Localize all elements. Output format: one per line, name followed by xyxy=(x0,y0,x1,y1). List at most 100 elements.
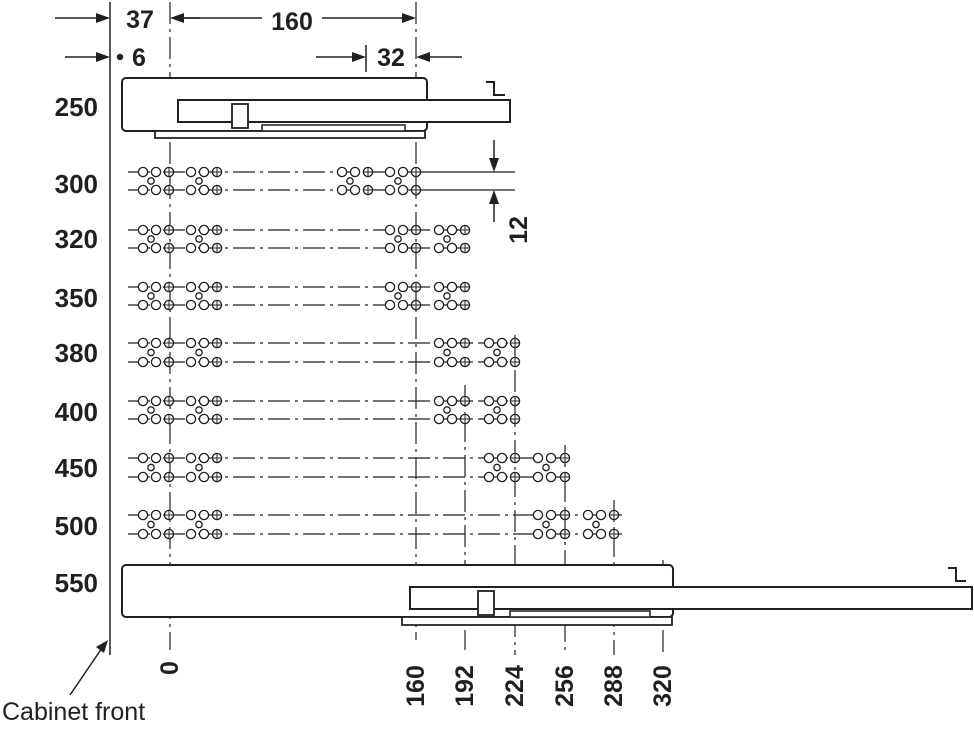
drill-hole xyxy=(150,413,162,425)
drill-hole-cross xyxy=(164,225,174,235)
drill-hole xyxy=(137,528,149,540)
drill-hole-cross xyxy=(411,185,421,195)
drill-hole xyxy=(336,166,348,178)
dim-6-label: 6 xyxy=(132,44,146,72)
dim-12-label: 12 xyxy=(505,216,533,244)
drill-hole-cross xyxy=(164,453,174,463)
drill-hole xyxy=(185,299,197,311)
drill-hole xyxy=(198,166,210,178)
hole-rows xyxy=(128,78,670,590)
length-label: 400 xyxy=(55,397,98,427)
drill-hole xyxy=(545,471,557,483)
drill-hole-cross xyxy=(460,414,470,424)
drill-hole xyxy=(397,166,409,178)
drill-hole xyxy=(446,299,458,311)
drill-hole-cross xyxy=(164,338,174,348)
cabinet-front-callout: Cabinet front xyxy=(2,640,145,726)
drill-hole-cross xyxy=(560,510,570,520)
drill-hole xyxy=(185,224,197,236)
length-label: 250 xyxy=(55,92,98,122)
drill-hole-cross xyxy=(510,338,520,348)
drill-hole xyxy=(150,395,162,407)
length-label: 350 xyxy=(55,283,98,313)
drill-hole-cross xyxy=(363,185,373,195)
drill-hole xyxy=(198,184,210,196)
drill-hole xyxy=(384,184,396,196)
length-label: 450 xyxy=(55,453,98,483)
position-label: 320 xyxy=(649,665,677,707)
drill-hole xyxy=(496,452,508,464)
drill-hole-cross xyxy=(411,282,421,292)
position-label: 256 xyxy=(551,665,579,707)
drill-hole xyxy=(198,395,210,407)
drill-hole xyxy=(394,177,402,185)
drill-hole xyxy=(446,337,458,349)
drill-hole xyxy=(198,528,210,540)
drill-hole xyxy=(483,356,495,368)
drill-hole xyxy=(592,520,600,529)
drill-hole xyxy=(147,463,155,472)
drill-hole-cross xyxy=(460,282,470,292)
drill-hole xyxy=(185,395,197,407)
drill-hole xyxy=(147,520,155,529)
drill-hole xyxy=(397,281,409,293)
drill-hole xyxy=(137,471,149,483)
drill-hole xyxy=(532,528,544,540)
drill-hole xyxy=(198,224,210,236)
drill-hole xyxy=(150,281,162,293)
drill-hole-cross xyxy=(212,453,222,463)
cabinet-front-label: Cabinet front xyxy=(2,698,145,726)
drill-hole xyxy=(137,395,149,407)
drill-hole-cross xyxy=(212,414,222,424)
drill-hole xyxy=(532,471,544,483)
drill-hole xyxy=(433,242,445,254)
drill-hole xyxy=(582,509,594,521)
drill-hole xyxy=(349,184,361,196)
drill-hole-cross xyxy=(460,225,470,235)
runner-550 xyxy=(121,564,973,626)
drill-hole-cross xyxy=(460,300,470,310)
drill-hole-cross xyxy=(212,185,222,195)
position-label: 0 xyxy=(156,661,184,675)
drill-hole xyxy=(496,413,508,425)
drill-hole xyxy=(198,509,210,521)
drill-hole xyxy=(446,356,458,368)
drill-hole xyxy=(446,281,458,293)
drill-hole xyxy=(150,471,162,483)
drill-hole xyxy=(137,281,149,293)
drill-hole-cross xyxy=(164,300,174,310)
drill-hole xyxy=(446,395,458,407)
drill-hole xyxy=(137,452,149,464)
drill-hole xyxy=(198,413,210,425)
drill-hole xyxy=(185,356,197,368)
drill-hole-cross xyxy=(164,243,174,253)
drill-hole-cross xyxy=(212,243,222,253)
drill-hole xyxy=(185,242,197,254)
drill-hole-cross xyxy=(212,225,222,235)
drill-hole xyxy=(150,356,162,368)
drill-hole xyxy=(137,413,149,425)
drill-hole xyxy=(349,166,361,178)
drill-hole xyxy=(137,299,149,311)
position-label: 192 xyxy=(451,665,479,707)
drill-hole xyxy=(483,471,495,483)
drill-hole xyxy=(446,242,458,254)
drill-hole xyxy=(147,177,155,185)
drill-hole-cross xyxy=(560,529,570,539)
drill-hole xyxy=(384,281,396,293)
drill-hole-cross xyxy=(510,414,520,424)
drill-hole xyxy=(185,337,197,349)
dim-160-label: 160 xyxy=(271,8,313,36)
dim-37-label: 37 xyxy=(126,6,154,34)
length-label: 550 xyxy=(55,568,98,598)
drill-hole-cross xyxy=(560,453,570,463)
drill-hole xyxy=(384,224,396,236)
drill-hole xyxy=(137,337,149,349)
drill-hole-cross xyxy=(212,396,222,406)
drill-hole xyxy=(545,509,557,521)
drill-hole-cross xyxy=(411,167,421,177)
length-label: 500 xyxy=(55,511,98,541)
length-label: 300 xyxy=(55,169,98,199)
drill-hole xyxy=(496,471,508,483)
